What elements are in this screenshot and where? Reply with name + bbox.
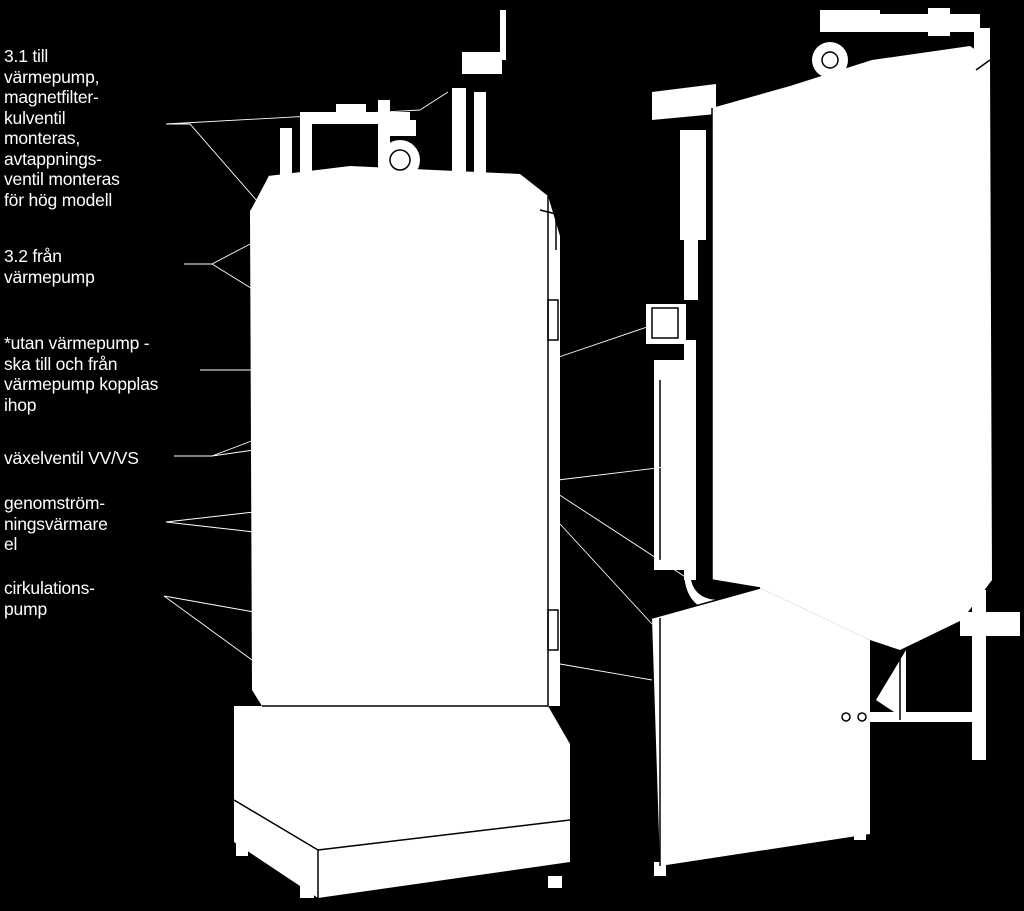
- right-unit-top-bracket: [652, 84, 716, 120]
- leader-line-cirk: [163, 523, 653, 681]
- left-pipe: [280, 128, 292, 176]
- left-unit: [234, 10, 570, 898]
- left-pipe: [474, 92, 486, 178]
- callout-utan-varmepump: *utan värmepump - ska till och från värm…: [4, 333, 159, 415]
- right-pipe: [680, 130, 706, 240]
- callout-genomstromningsvarmare: genomström- ningsvärmare el: [4, 493, 108, 554]
- right-bracket: [876, 650, 906, 720]
- right-valve: [928, 8, 950, 36]
- left-pipe: [452, 88, 466, 178]
- left-valve: [384, 120, 416, 136]
- right-unit-foot: [654, 862, 666, 876]
- right-pipe: [974, 28, 990, 128]
- left-pipe: [336, 104, 366, 118]
- leader-line-genom: [165, 493, 691, 581]
- left-unit-foot: [236, 842, 248, 856]
- right-valve: [960, 612, 1020, 636]
- right-unit-body: [712, 46, 992, 650]
- callout-3-2-fran-varmepump: 3.2 från värmepump: [4, 246, 95, 287]
- leader-line-3-2: [184, 241, 255, 291]
- right-valve: [812, 42, 848, 78]
- left-valve-handle: [500, 10, 506, 60]
- right-pipe: [820, 10, 880, 32]
- right-unit: [646, 8, 1020, 876]
- left-unit-foot: [548, 876, 562, 888]
- callout-cirkulationspump: cirkulations- pump: [4, 578, 95, 619]
- left-valve: [380, 140, 420, 180]
- right-pipe: [684, 240, 698, 300]
- right-unit-lower-panel: [652, 588, 870, 866]
- leader-lines: [163, 91, 691, 681]
- left-pipe: [300, 112, 312, 174]
- left-valve: [462, 52, 502, 74]
- right-unit-details: [651, 51, 991, 866]
- callout-3-1-till-varmepump: 3.1 till värmepump, magnetfilter- kulven…: [4, 46, 120, 210]
- leader-line-utan: [200, 325, 651, 371]
- left-unit-details: [233, 149, 571, 898]
- right-unit-foot: [854, 828, 866, 840]
- left-unit-base: [234, 706, 570, 898]
- callout-vaxelventil: växelventil VV/VS: [4, 448, 139, 468]
- right-pipe-bend: [684, 570, 728, 712]
- left-unit-body: [250, 166, 560, 706]
- left-unit-foot: [300, 884, 314, 898]
- left-pipe-bend: [295, 176, 366, 232]
- right-pipe: [684, 340, 696, 580]
- leader-line-3-1: [165, 91, 449, 203]
- leader-line-vaxelventil: [174, 439, 691, 481]
